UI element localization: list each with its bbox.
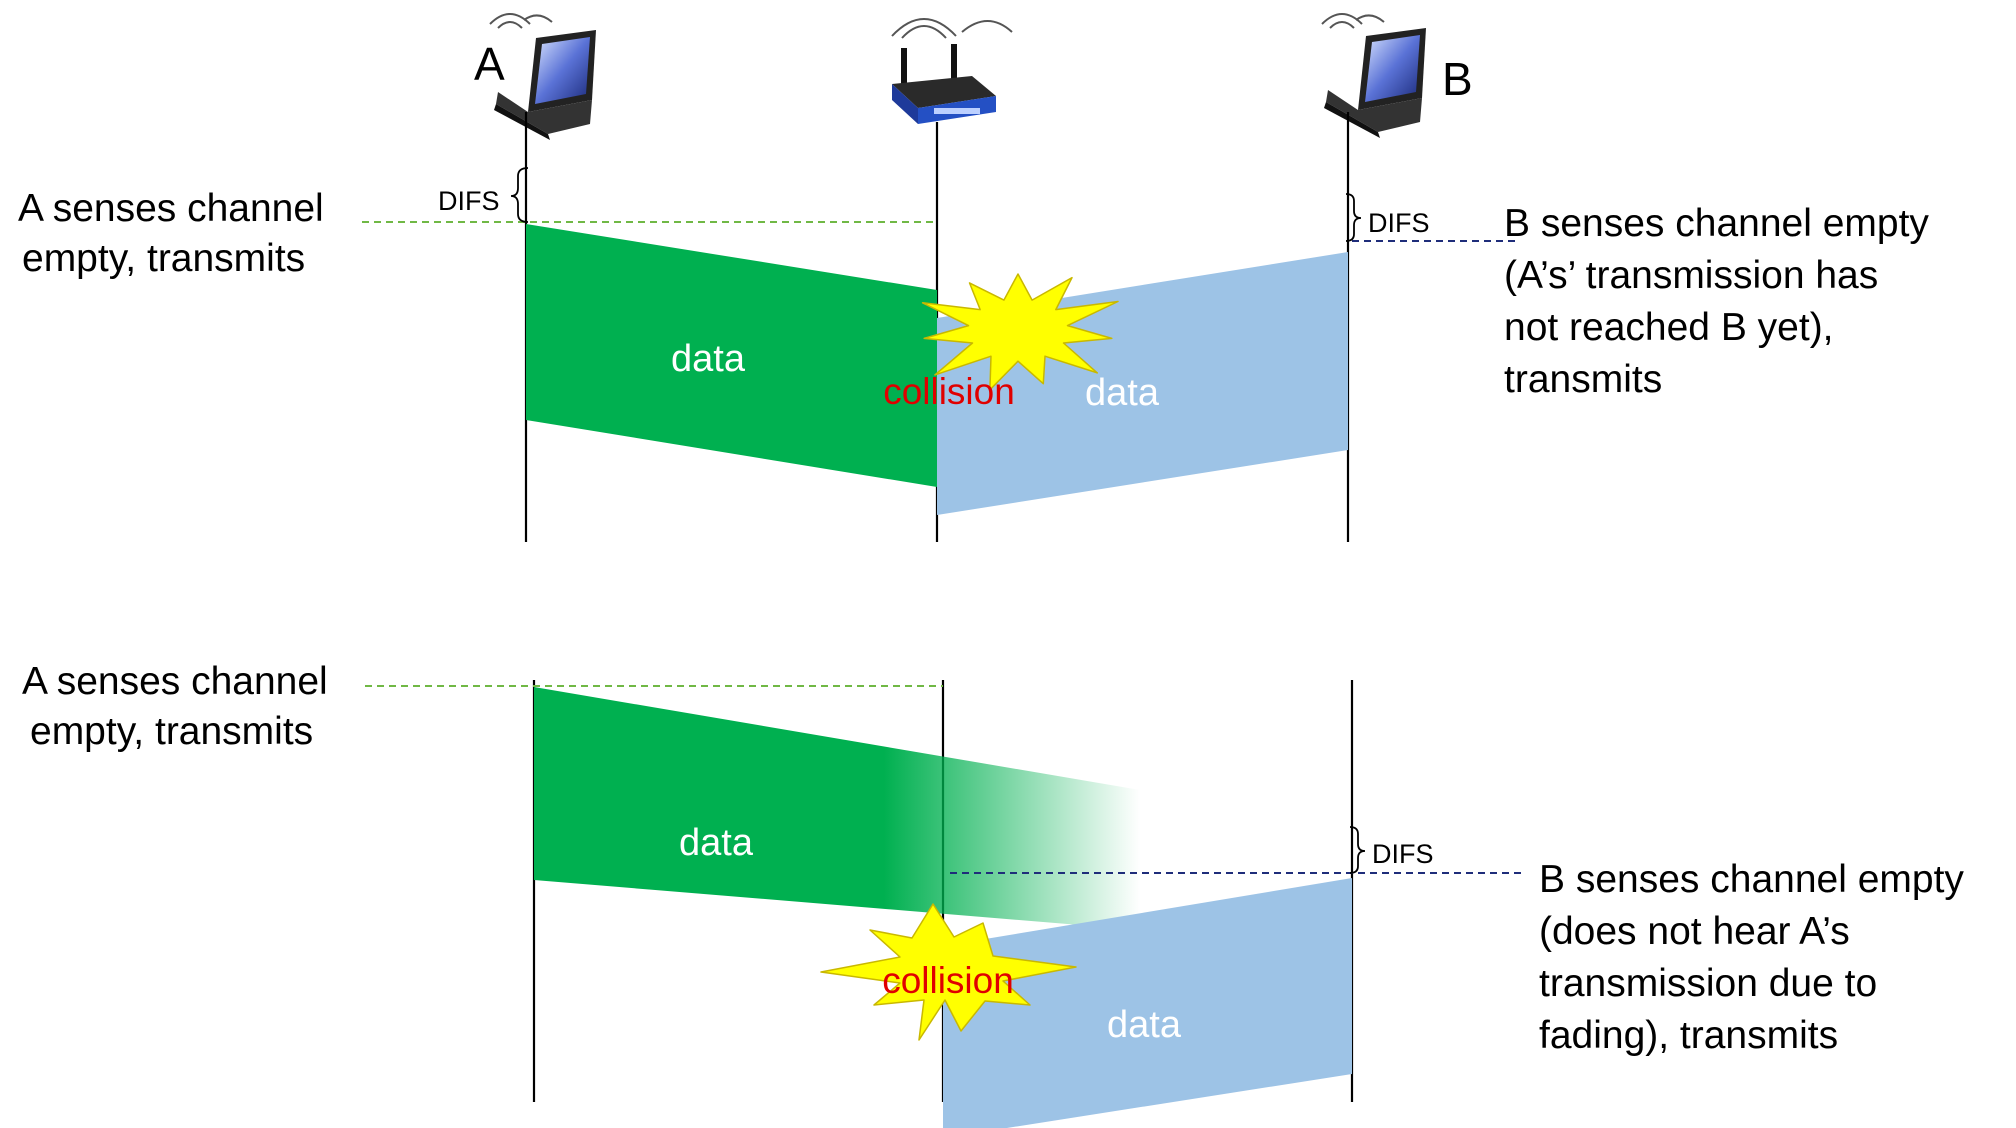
b-sense-text-2: B senses channel empty (does not hear A’…	[1539, 858, 1975, 1057]
laptop-a-icon	[489, 13, 596, 140]
difs-brace-b-2	[1349, 826, 1366, 874]
frame-a	[526, 224, 937, 487]
difs-label-b: DIFS	[1368, 208, 1430, 238]
collision-label: collision	[883, 371, 1015, 412]
laptop-b-icon	[1321, 13, 1426, 138]
frame-b-2	[943, 878, 1352, 1128]
difs-label-a: DIFS	[438, 186, 500, 216]
wireless-router-icon	[891, 18, 1013, 124]
a-sense-text: A senses channel empty, transmits	[18, 187, 335, 280]
data-label-b: data	[1085, 372, 1160, 414]
collision-burst-icon	[921, 273, 1119, 391]
node-b-label: B	[1442, 53, 1473, 105]
scenario-2: DIFS data data collision A senses channe…	[22, 660, 1975, 1128]
collision-label-2: collision	[882, 960, 1014, 1001]
a-sense-text-2: A senses channel empty, transmits	[22, 660, 339, 753]
difs-label-b-2: DIFS	[1372, 839, 1434, 869]
data-label-b-2: data	[1107, 1004, 1182, 1046]
difs-brace-b	[1345, 193, 1362, 242]
difs-brace-a	[510, 167, 529, 223]
collision-burst-icon-2	[820, 903, 1077, 1041]
data-label-a-2: data	[679, 822, 754, 864]
node-a-label: A	[474, 38, 505, 90]
b-sense-text: B senses channel empty (A’s’ transmissio…	[1504, 202, 1940, 401]
frame-a-2	[534, 687, 1140, 930]
data-label-a: data	[671, 338, 746, 380]
scenario-1: DIFS DIFS data data collision A senses c…	[18, 112, 1940, 542]
